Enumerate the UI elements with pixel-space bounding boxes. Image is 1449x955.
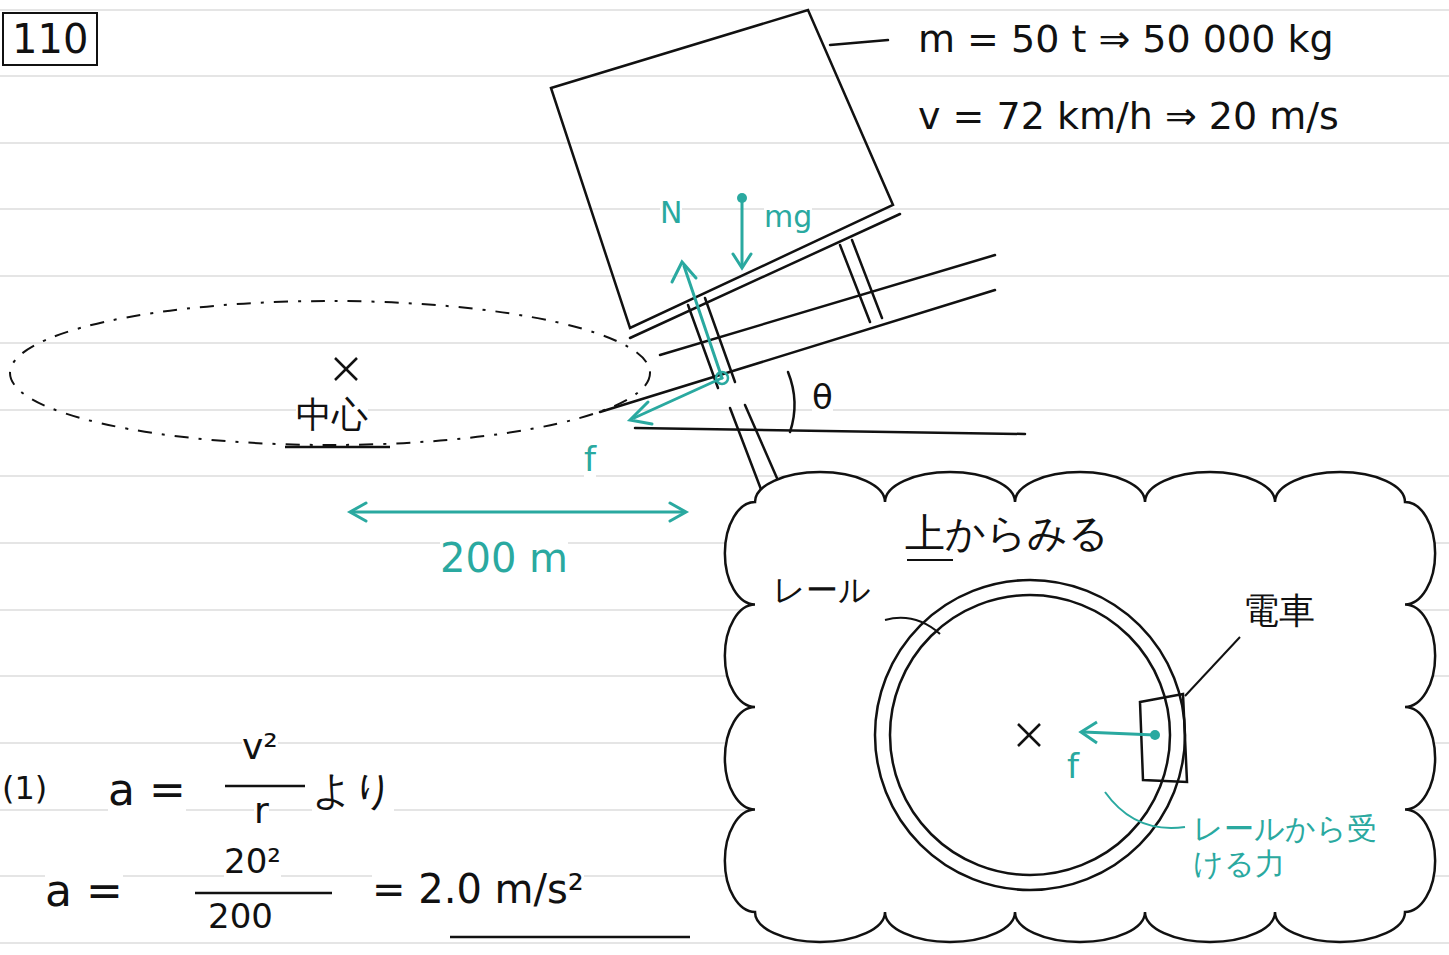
force-name: mg <box>764 200 812 235</box>
center-of-mass <box>737 193 747 203</box>
force-arrows <box>350 200 751 521</box>
ruled-lines <box>0 10 1449 943</box>
part-name: 電車 <box>1243 590 1315 631</box>
dimension: 200 m <box>440 535 568 581</box>
force-name: f <box>1067 747 1079 786</box>
equation: a = <box>45 866 123 917</box>
equation: a = <box>108 765 186 816</box>
question-number: (1) <box>2 770 47 807</box>
force-note: レールから受ける力 <box>1193 812 1378 881</box>
center-label: 中心 <box>296 394 368 435</box>
fraction-bars <box>195 786 690 937</box>
force-name: f <box>584 440 596 479</box>
angle-label: θ <box>812 378 833 417</box>
part-name: レール <box>773 572 871 609</box>
contact-point <box>716 372 728 384</box>
thought-bubble: 上からみるレール 電車 f レールから受ける力 <box>715 462 1443 952</box>
equation: 20² <box>224 842 281 881</box>
train-sketch <box>551 10 1025 492</box>
orbit-ellipse <box>10 301 650 445</box>
view-heading: 上からみる <box>905 510 1109 556</box>
problem-number-box: 110 <box>2 12 98 66</box>
given-values: v = 72 km/h ⇒ 20 m/s <box>918 95 1339 139</box>
answer: = 2.0 m/s² <box>372 866 584 912</box>
problem-number: 110 <box>4 14 96 64</box>
equation: より <box>312 767 394 813</box>
equation: 200 <box>208 897 273 936</box>
equation: r <box>254 790 269 831</box>
equation: v² <box>242 726 278 767</box>
center-mark <box>285 358 390 447</box>
given-values: m = 50 t ⇒ 50 000 kg <box>918 18 1334 62</box>
force-name: N <box>660 196 682 231</box>
